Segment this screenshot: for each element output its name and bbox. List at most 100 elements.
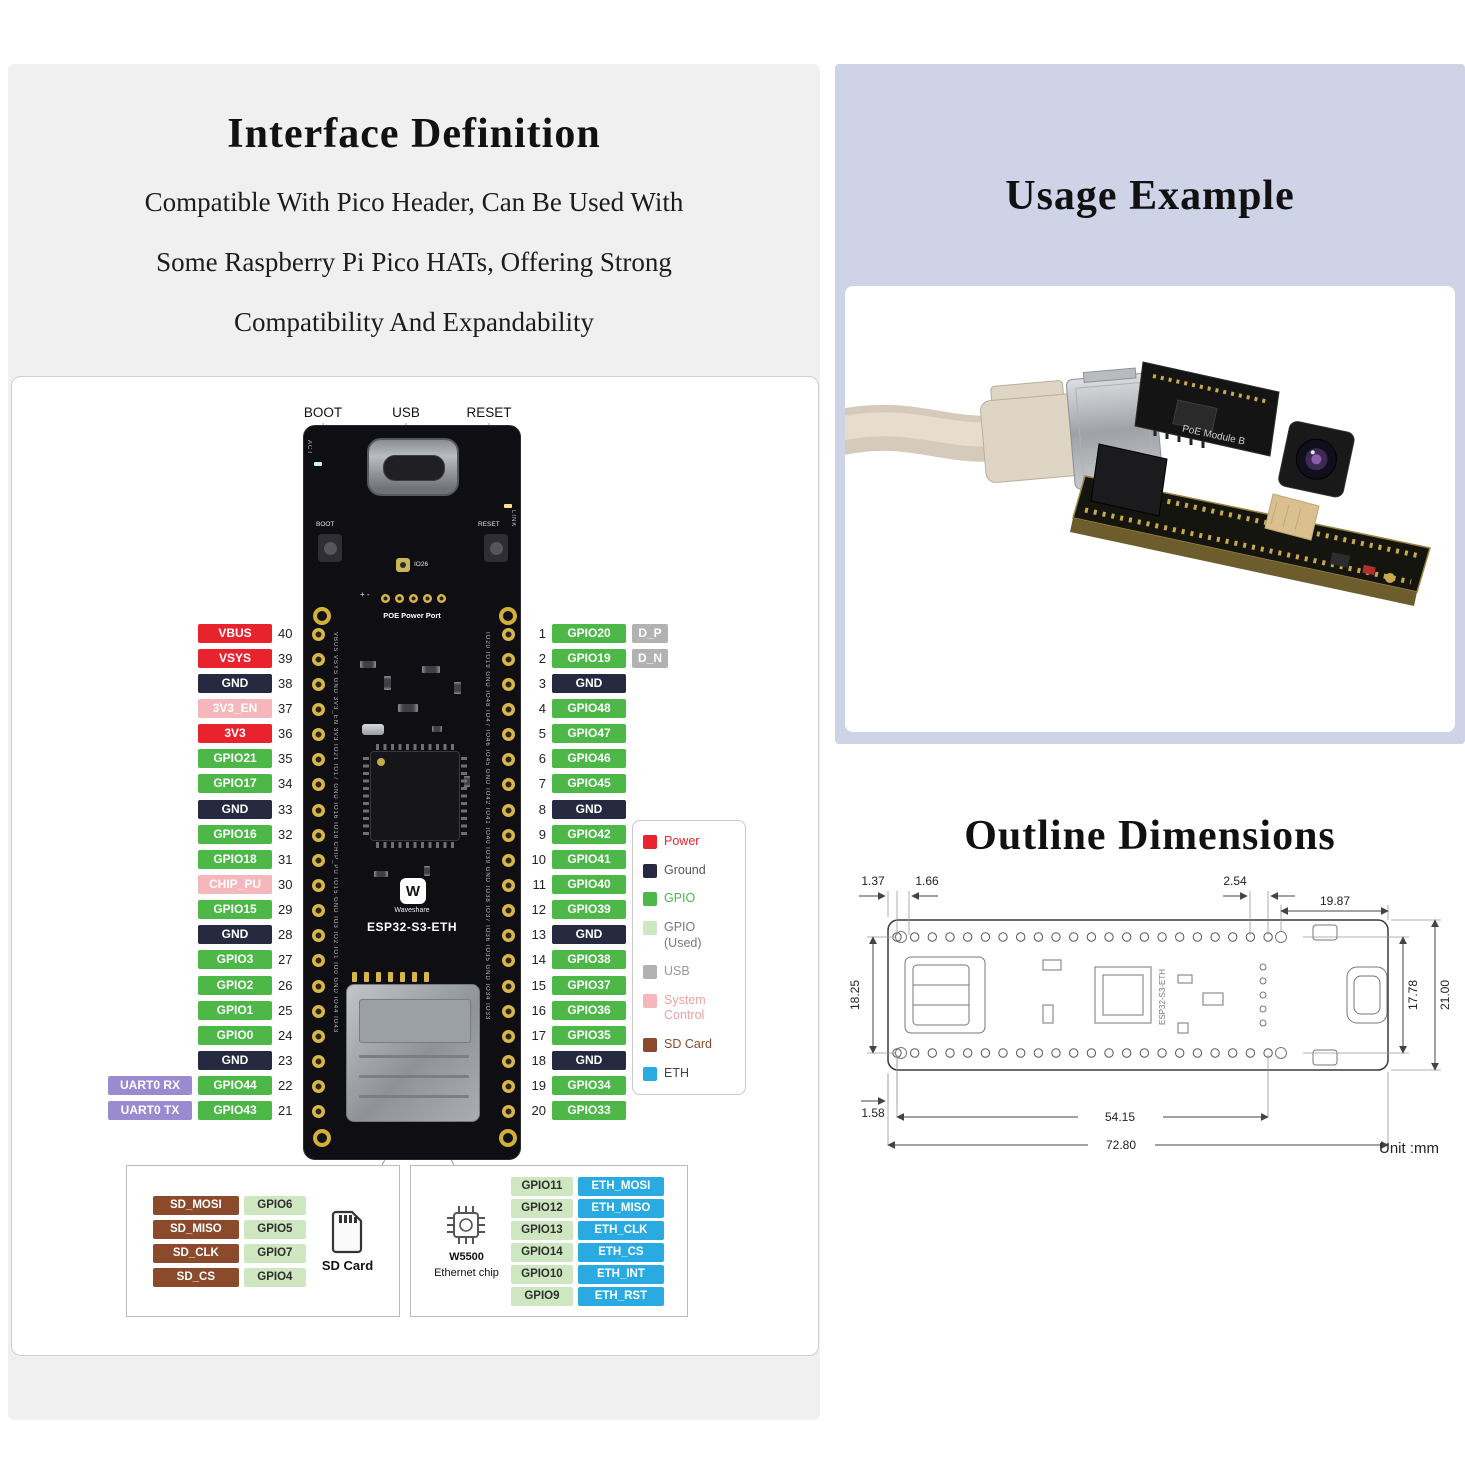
reset-button: [484, 534, 508, 562]
legend-label: System Control: [664, 992, 706, 1023]
pin-hole: [501, 828, 515, 842]
pin-badge: GPIO17: [198, 774, 272, 794]
legend-swatch: [643, 1066, 657, 1081]
silk-left-labels: VBUS VSYS GND 3V3_EN 3V3 IO21 IO17 GND I…: [332, 632, 338, 1034]
legend-swatch: [643, 965, 657, 980]
usage-photo: PoE Module B: [845, 286, 1455, 732]
pin-badge: 3V3: [198, 724, 272, 744]
crystal: [362, 724, 384, 735]
subtitle-line: Some Raspberry Pi Pico HATs, Offering St…: [156, 247, 672, 277]
sd-icon-col: SD Card: [322, 1209, 373, 1273]
usage-title: Usage Example: [1005, 173, 1295, 219]
board-edge: [1070, 518, 1417, 606]
pin-hole: [501, 677, 515, 691]
legend-label: ETH: [664, 1065, 689, 1080]
sd-slot-groove: [359, 1055, 469, 1058]
pin-badge: GPIO5: [243, 1219, 306, 1239]
smd-component: [454, 682, 461, 694]
pin-badge: GPIO46: [552, 749, 626, 769]
legend-item: GPIO: [643, 891, 735, 907]
model-silk-dims: ESP32-S3-ETH: [1158, 969, 1167, 1025]
pin-badge: GPIO12: [510, 1198, 573, 1218]
brand-silk: Waveshare: [394, 907, 430, 914]
board-outline: [887, 919, 1389, 1071]
interface-definition-panel: Interface Definition Compatible With Pic…: [8, 64, 820, 1420]
pin-badge: UART0 RX: [108, 1076, 192, 1096]
act-led: [314, 462, 322, 466]
pin-hole: [311, 728, 325, 742]
pin-number: 11: [532, 876, 547, 892]
pin-hole: [311, 1080, 325, 1094]
pin-badge: GPIO7: [243, 1243, 306, 1263]
pin-hole: [311, 778, 325, 792]
dim-hole-offset: 1.66: [915, 874, 939, 888]
pin-number: 14: [531, 952, 546, 968]
ethernet-chip-icon: [447, 1205, 486, 1244]
pin-hole: [501, 1029, 515, 1043]
board-features: [895, 924, 1388, 1066]
pin-hole: [501, 1055, 515, 1069]
unit-label: Unit :mm: [1379, 1140, 1439, 1157]
pin-hole: [501, 627, 515, 641]
pin-row: GND 23: [52, 1048, 300, 1073]
pin-number: 28: [278, 927, 293, 943]
legend-item: ETH: [643, 1066, 735, 1082]
legend-item: Ground: [643, 863, 735, 879]
pin-number: 40: [278, 625, 293, 641]
silk-right-labels: IO20 IO19 GND IO48 IO47 IO46 IO45 GND IO…: [484, 632, 490, 1021]
pin-badge: VSYS: [198, 648, 272, 668]
pin-hole: [311, 1004, 325, 1018]
legend-item: SD Card: [643, 1037, 735, 1053]
sd-slot-groove: [359, 1095, 469, 1098]
pin-number: 7: [538, 776, 546, 792]
pin-hole: [311, 1029, 325, 1043]
pin-number: 31: [278, 851, 293, 867]
dim-board-height: 21.00: [1438, 980, 1452, 1010]
pin-hole: [311, 954, 325, 968]
io26-silk: IO26: [414, 561, 429, 568]
pin-badge: ETH_CLK: [577, 1220, 664, 1240]
pin-hole: [501, 778, 515, 792]
boot-button: [318, 534, 342, 562]
io26-component: [396, 558, 410, 572]
extension-lines: [867, 891, 1441, 1145]
pin-number: 38: [278, 675, 293, 691]
pin-row: 14 GPIO38: [524, 947, 804, 972]
pin-badge: SD_CLK: [152, 1243, 239, 1263]
chip-pins: [363, 757, 369, 835]
pin-number: 34: [278, 776, 293, 792]
pin-badge: GND: [198, 1050, 272, 1070]
pin-number: 5: [538, 726, 546, 742]
legend-item: System Control: [643, 993, 735, 1024]
pin-holes: [892, 932, 1273, 1058]
pin-badge: GPIO3: [198, 950, 272, 970]
poe-hole: [381, 594, 390, 603]
pin-badge: GPIO38: [552, 950, 626, 970]
pin-number: 23: [278, 1052, 293, 1068]
poe-port-silk: POE Power Port: [383, 611, 441, 620]
smd-component: [1329, 552, 1351, 568]
pin-hole: [501, 753, 515, 767]
pin-badge: GPIO37: [552, 975, 626, 995]
esp32-chip: [370, 751, 460, 841]
